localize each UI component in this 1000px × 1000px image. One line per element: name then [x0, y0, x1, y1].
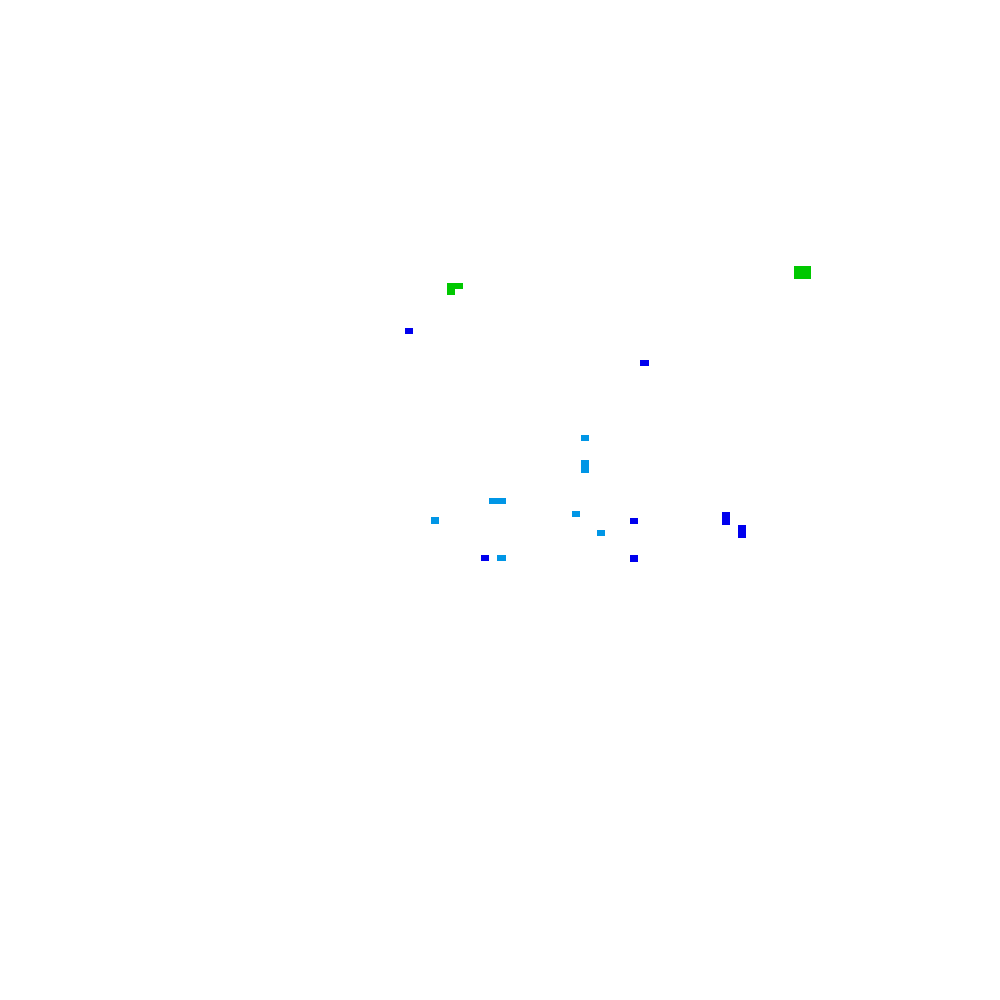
blob-blue-2-part-1 [640, 360, 649, 366]
blob-cyan-6-part-1 [597, 530, 605, 536]
blob-blue-6 [481, 555, 489, 561]
blob-blue-6-part-1 [481, 555, 489, 561]
blob-blue-1-part-1 [405, 328, 413, 334]
blob-cyan-4 [572, 511, 580, 517]
blob-green-1-part-2 [447, 289, 455, 295]
blob-blue-5 [738, 525, 746, 538]
blob-cyan-6 [597, 530, 605, 536]
blob-cyan-7 [497, 555, 506, 561]
blob-blue-5-part-1 [738, 525, 746, 538]
blob-green-1-part-1 [447, 283, 463, 289]
blobs-layer [405, 266, 811, 562]
blob-blue-3 [630, 518, 638, 524]
blob-cyan-1 [581, 435, 589, 441]
blob-blue-4-part-1 [722, 512, 730, 525]
blob-cyan-3 [489, 498, 506, 504]
blob-green-2-part-1 [794, 266, 811, 279]
blob-green-1 [447, 283, 463, 295]
blob-cyan-1-part-1 [581, 435, 589, 441]
blob-cyan-3-part-1 [489, 498, 506, 504]
blob-cyan-4-part-1 [572, 511, 580, 517]
blob-blue-1 [405, 328, 413, 334]
blob-cyan-7-part-1 [497, 555, 506, 561]
blob-cyan-5-part-1 [431, 517, 439, 524]
blob-green-2 [794, 266, 811, 279]
blob-blue-7-part-1 [630, 555, 638, 562]
blob-cyan-2 [581, 460, 589, 473]
blob-blue-3-part-1 [630, 518, 638, 524]
blob-cyan-2-part-1 [581, 460, 589, 473]
blob-blue-7 [630, 555, 638, 562]
blob-blue-2 [640, 360, 649, 366]
blob-blue-4 [722, 512, 730, 525]
blob-cyan-5 [431, 517, 439, 524]
